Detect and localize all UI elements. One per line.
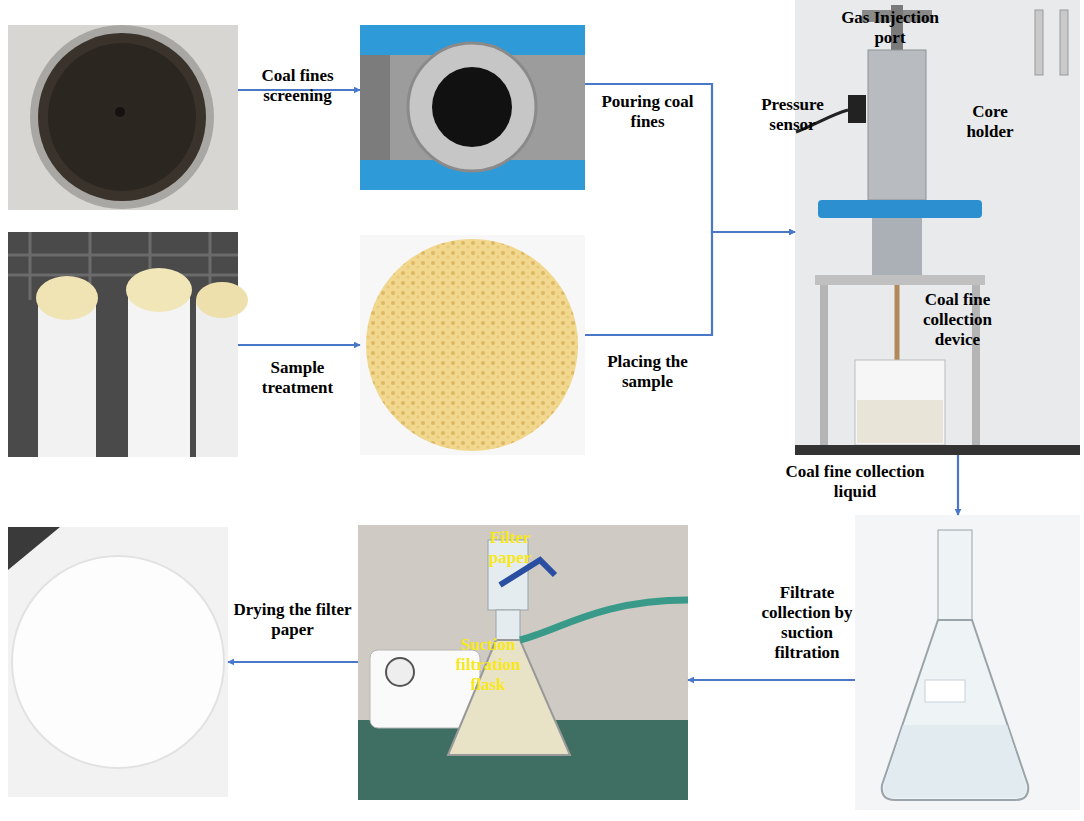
callout-label: Pressure sensor [750,95,835,135]
photo-background [855,515,1080,810]
filter-paper [12,556,224,768]
sieve-rim [30,25,214,209]
sample-dome [36,276,98,320]
step-label: Coal fine collection liquid [785,462,925,502]
flow-arrow [238,344,360,346]
sample-cylinder [38,298,96,457]
apparatus-photo [795,0,1080,455]
callout-label: Coal fine collection device [915,290,1000,350]
samples-photo [8,232,248,457]
steel-clamp [360,55,390,160]
step-label: Drying the filter paper [230,600,355,640]
photo-background [8,232,238,457]
holder-bore [432,67,512,147]
pressure-sensor [848,95,866,123]
sponge-sample [366,239,578,451]
photo-background [358,525,688,800]
coal-fines-photo [8,25,238,210]
photo-corner [8,527,60,570]
photo-panel [360,25,585,190]
bench [795,445,1080,455]
holder-photo [360,25,585,190]
photo-background [8,527,228,797]
photo-background [360,25,585,190]
core-holder-body [868,50,926,200]
flow-arrow [957,455,959,515]
beaker [855,360,945,445]
steel-ring [408,43,536,171]
photo-panel [8,25,238,210]
flow-arrow [585,84,795,232]
blue-plate [818,200,982,218]
photo-panel: Gas Injection portPressure sensorCore ho… [795,0,1080,455]
flask-tag [925,680,965,702]
sponge-photo [360,235,585,455]
gauge-tube [1035,10,1043,75]
flask-body [882,620,1028,800]
photo-panel [360,235,585,455]
sieve-wall [38,33,206,201]
flow-arrow [688,679,855,681]
photo-background [795,0,1080,455]
photo-background [360,235,585,455]
photo-panel [8,527,228,797]
sample-cylinder [128,290,190,457]
gauge-tube [1060,10,1068,75]
step-label: Pouring coal fines [590,92,705,132]
frame-plate [815,275,985,285]
vacuum-hose [520,600,688,640]
sample-cylinder [196,300,238,457]
sample-dome [126,268,192,312]
photo-panel: Filter paperSuction filtration flask [358,525,688,800]
step-label: Coal fines screening [240,66,355,106]
coal-fines [48,43,196,191]
flow-arrow [585,232,795,335]
photo-panel [855,515,1080,810]
pump-gauge [386,658,414,686]
filtration-photo [358,525,688,800]
callout-label: Core holder [960,102,1020,142]
beaker-liquid [857,400,943,443]
sample-dome [196,282,248,318]
flask-liquid [884,725,1027,798]
callout-label: Gas Injection port [835,8,945,48]
coal-lump [115,107,125,117]
filter-paper-photo [8,527,228,797]
flask-photo [855,515,1080,810]
photo-panel [8,232,238,457]
step-label: Sample treatment [240,358,355,398]
step-label: Placing the sample [590,352,705,392]
flask-neck [938,530,972,620]
flow-arrow [228,661,358,663]
photo-background [8,25,238,210]
step-label: Filtrate collection by suction filtratio… [758,583,856,663]
callout-label: Suction filtration flask [438,635,538,695]
lower-holder [872,218,922,276]
callout-label: Filter paper [480,528,540,568]
frame-leg [820,285,828,445]
